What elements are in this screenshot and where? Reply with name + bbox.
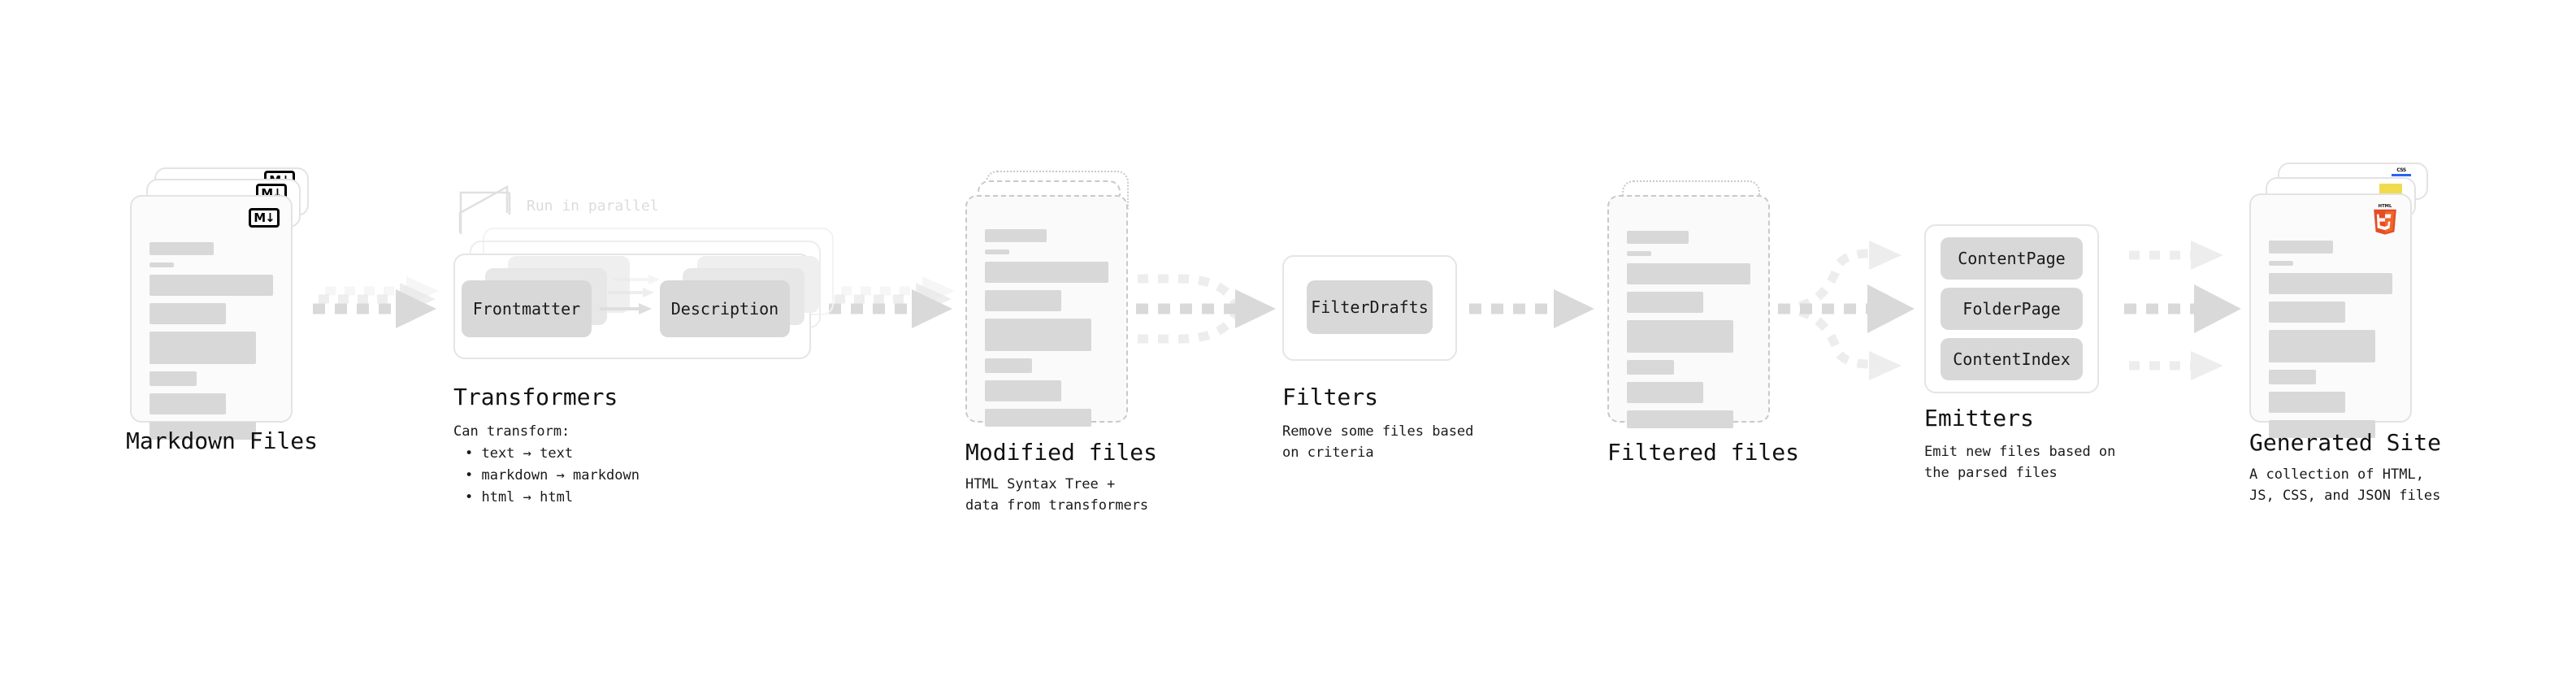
doc-bar <box>985 380 1062 401</box>
doc-bar <box>150 242 215 255</box>
doc-bar <box>150 393 227 414</box>
emitters-chip-folderpage[interactable]: FolderPage <box>1941 288 2083 330</box>
doc-bar <box>2269 392 2346 413</box>
doc-bar <box>985 229 1047 242</box>
emitters-desc: Emit new files based on the parsed files <box>1924 444 2116 482</box>
doc-bar <box>1627 360 1674 375</box>
filtered-files-title: Filtered files <box>1607 439 1800 466</box>
transformers-bullet-2: • html → html <box>465 489 574 505</box>
modified-files-title: Modified files <box>965 439 1158 466</box>
doc-bar <box>1627 382 1704 403</box>
filtered-doc-front <box>1607 195 1770 428</box>
filters-desc: Remove some files based on criteria <box>1282 423 1474 462</box>
doc-bar <box>1627 251 1652 256</box>
css-badge-text: CSS <box>2396 167 2406 173</box>
arrow-transformers-to-modified <box>829 276 955 328</box>
doc-bar <box>2269 330 2375 362</box>
transformers-chip-description[interactable]: Description <box>660 280 790 337</box>
doc-bar <box>1627 292 1704 313</box>
site-doc-front: HTML <box>2249 193 2412 438</box>
transformers-bullet-1: • markdown → markdown <box>465 467 640 484</box>
filtered-doc-bars <box>1627 231 1750 436</box>
doc-bar <box>2269 420 2375 438</box>
doc-bar <box>2269 370 2316 384</box>
arrow-emitters-to-site <box>2124 241 2241 380</box>
transformers-desc: Can transform: <box>453 423 570 440</box>
doc-bar <box>150 371 197 386</box>
doc-bar <box>2269 261 2294 266</box>
css-badge: CSS <box>2392 167 2411 178</box>
emitters-title: Emitters <box>1924 405 2034 432</box>
markdown-doc-front: M↓ <box>130 195 293 440</box>
html5-badge: HTML <box>2374 204 2396 235</box>
doc-bar <box>2269 301 2346 323</box>
doc-bar <box>985 358 1032 373</box>
run-in-parallel-label: Run in parallel <box>527 197 659 215</box>
transformers-title: Transformers <box>453 384 618 410</box>
doc-bar <box>150 422 256 440</box>
doc-bar <box>150 262 175 267</box>
filters-title: Filters <box>1282 384 1379 410</box>
doc-bar <box>985 262 1108 283</box>
modified-doc-front <box>965 195 1128 427</box>
doc-bar <box>1627 410 1733 428</box>
emitters-chip-contentindex[interactable]: ContentIndex <box>1941 338 2083 380</box>
emitters-chip-contentpage[interactable]: ContentPage <box>1941 237 2083 280</box>
markdown-doc-bars <box>150 242 273 447</box>
doc-bar <box>985 249 1010 254</box>
doc-bar <box>150 332 256 364</box>
modified-files-desc: HTML Syntax Tree + data from transformer… <box>965 476 1149 514</box>
site-doc-bars <box>2269 241 2392 445</box>
markdown-files-title: Markdown Files <box>126 427 319 454</box>
generated-site-desc: A collection of HTML, JS, CSS, and JSON … <box>2249 466 2441 505</box>
css-badge-bar <box>2392 174 2411 176</box>
transformers-chip-frontmatter[interactable]: Frontmatter <box>462 280 592 337</box>
generated-site-title: Generated Site <box>2249 429 2442 456</box>
svg-text:HTML: HTML <box>2379 204 2392 209</box>
doc-bar <box>2269 241 2334 254</box>
arrow-filtered-to-emitters <box>1778 241 1915 380</box>
transformers-bullet-0: • text → text <box>465 445 574 462</box>
doc-bar <box>150 303 227 324</box>
modified-doc-bars <box>985 229 1108 434</box>
doc-bar <box>1627 320 1733 353</box>
doc-bar <box>150 275 273 296</box>
doc-bar <box>1627 263 1750 284</box>
filters-chip-filterdrafts[interactable]: FilterDrafts <box>1307 280 1433 334</box>
doc-bar <box>985 409 1091 427</box>
arrow-markdown-to-transformers <box>313 276 439 328</box>
doc-bar <box>2269 273 2392 294</box>
doc-bar <box>1627 231 1689 244</box>
doc-bar <box>985 319 1091 351</box>
doc-bar <box>985 290 1062 311</box>
arrow-modified-to-filters <box>1136 274 1276 344</box>
markdown-badge: M↓ <box>249 208 280 228</box>
arrow-filters-to-filtered <box>1469 289 1594 328</box>
